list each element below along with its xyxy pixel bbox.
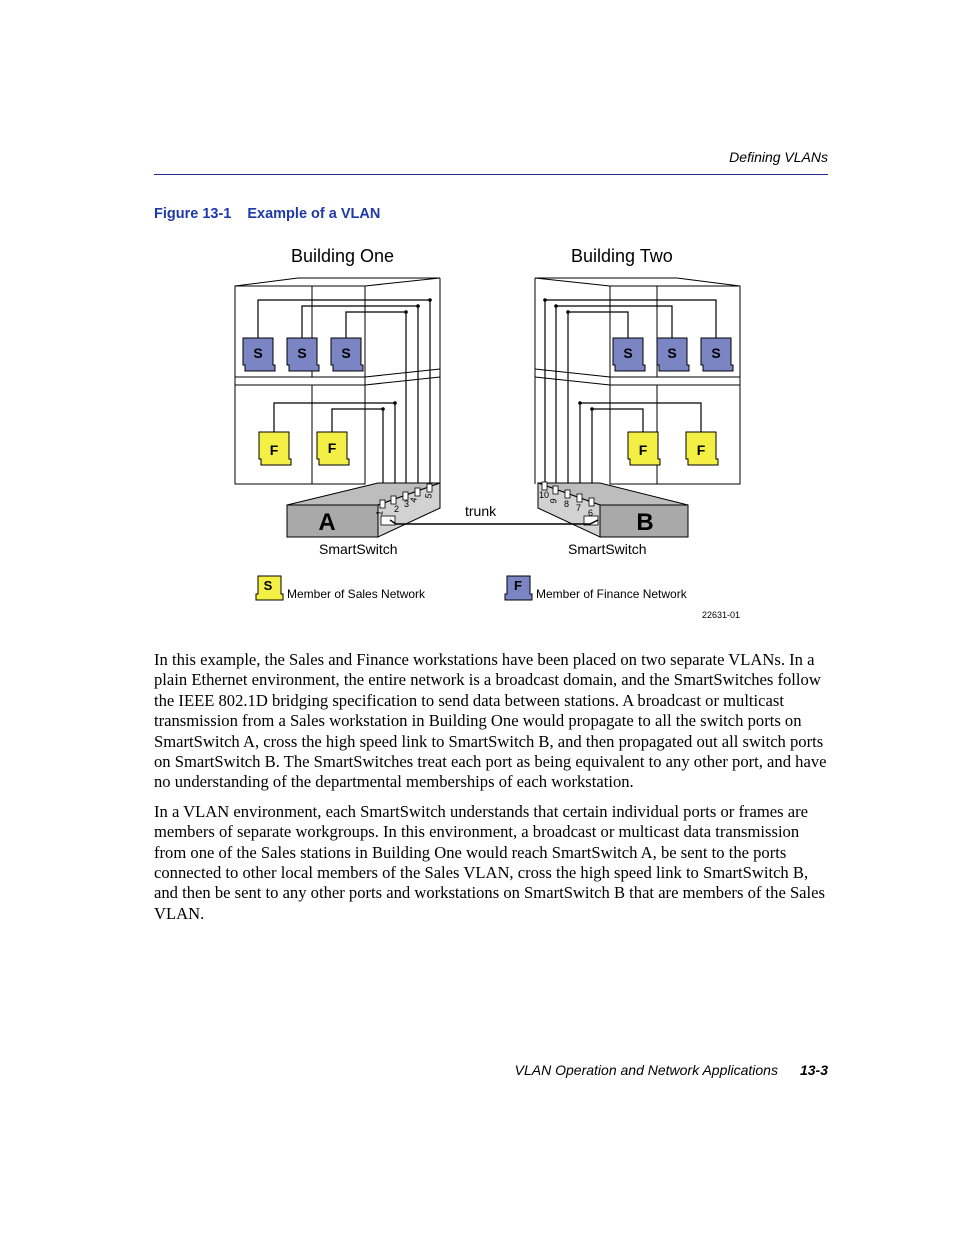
port-label: 5 xyxy=(423,493,434,500)
finance-station-label: F xyxy=(270,442,279,458)
building-one-cable-junctions xyxy=(381,298,432,411)
building-one xyxy=(234,277,441,485)
sales-station-label: S xyxy=(667,345,676,361)
port-label: 2 xyxy=(394,504,399,514)
sales-station: S xyxy=(656,337,690,372)
port-label: 4 xyxy=(408,497,419,504)
building-two xyxy=(534,277,741,485)
page-number: 13-3 xyxy=(799,1062,828,1078)
building-two-title: Building Two xyxy=(571,246,673,266)
finance-station-label: F xyxy=(639,442,648,458)
sales-station: S xyxy=(700,337,734,372)
port-label: 1 xyxy=(374,510,385,517)
port-label: 7 xyxy=(576,503,581,513)
finance-station-label: F xyxy=(328,440,337,456)
smartswitch-a: A 1 2 3 4 5 xyxy=(286,482,441,538)
paragraph: In a VLAN environment, each SmartSwitch … xyxy=(154,801,825,923)
building-two-cable-junctions xyxy=(543,298,594,411)
port-label: 10 xyxy=(539,490,549,500)
port-label: 3 xyxy=(404,499,409,509)
paragraph: In this example, the Sales and Finance w… xyxy=(154,650,827,792)
figure-id: 22631-01 xyxy=(702,610,740,620)
building-two-cables xyxy=(544,299,717,500)
sales-station-label: S xyxy=(341,345,350,361)
building-one-cables xyxy=(257,299,431,505)
trunk-label: trunk xyxy=(465,503,497,519)
legend-finance-label: Member of Finance Network xyxy=(536,587,688,601)
footer-title: VLAN Operation and Network Applications xyxy=(514,1062,778,1078)
figure-title: Example of a VLAN xyxy=(247,206,381,222)
running-header: Defining VLANs xyxy=(729,149,828,165)
body-text: In this example, the Sales and Finance w… xyxy=(154,650,830,933)
switch-a-letter: A xyxy=(318,509,335,536)
sales-station-label: S xyxy=(711,345,720,361)
sales-station-label: S xyxy=(253,345,262,361)
legend-sales: S Member of Sales Network xyxy=(255,575,426,601)
finance-station: F xyxy=(685,431,719,466)
sales-station: S xyxy=(612,337,646,372)
figure-number: Figure 13-1 xyxy=(154,206,232,222)
legend-sales-label: Member of Sales Network xyxy=(287,587,426,601)
finance-station: F xyxy=(258,431,292,466)
switch-a-label: SmartSwitch xyxy=(319,541,398,557)
running-footer: VLAN Operation and Network Applications 1… xyxy=(515,1062,828,1078)
figure-caption: Figure 13-1 Example of a VLAN xyxy=(154,206,380,222)
building-one-title: Building One xyxy=(291,246,394,266)
header-rule xyxy=(154,174,828,175)
port-label: 8 xyxy=(564,499,569,509)
port-label: 6 xyxy=(588,508,593,518)
sales-station: S xyxy=(242,337,276,372)
switch-b-letter: B xyxy=(636,509,653,536)
finance-station: F xyxy=(316,431,350,466)
switch-b-label: SmartSwitch xyxy=(568,541,647,557)
legend-finance-icon-letter: F xyxy=(514,578,522,593)
sales-station: S xyxy=(286,337,320,372)
port-label: 9 xyxy=(548,498,559,505)
legend-finance: F Member of Finance Network xyxy=(504,575,688,601)
trunk-link xyxy=(389,519,599,525)
finance-station: F xyxy=(627,431,661,466)
vlan-diagram: Building One Building Two xyxy=(234,246,741,620)
finance-station-label: F xyxy=(697,442,706,458)
sales-station: S xyxy=(330,337,364,372)
legend-sales-icon-letter: S xyxy=(264,578,273,593)
sales-station-label: S xyxy=(297,345,306,361)
smartswitch-b: B 10 9 8 7 6 xyxy=(537,481,689,538)
sales-station-label: S xyxy=(623,345,632,361)
